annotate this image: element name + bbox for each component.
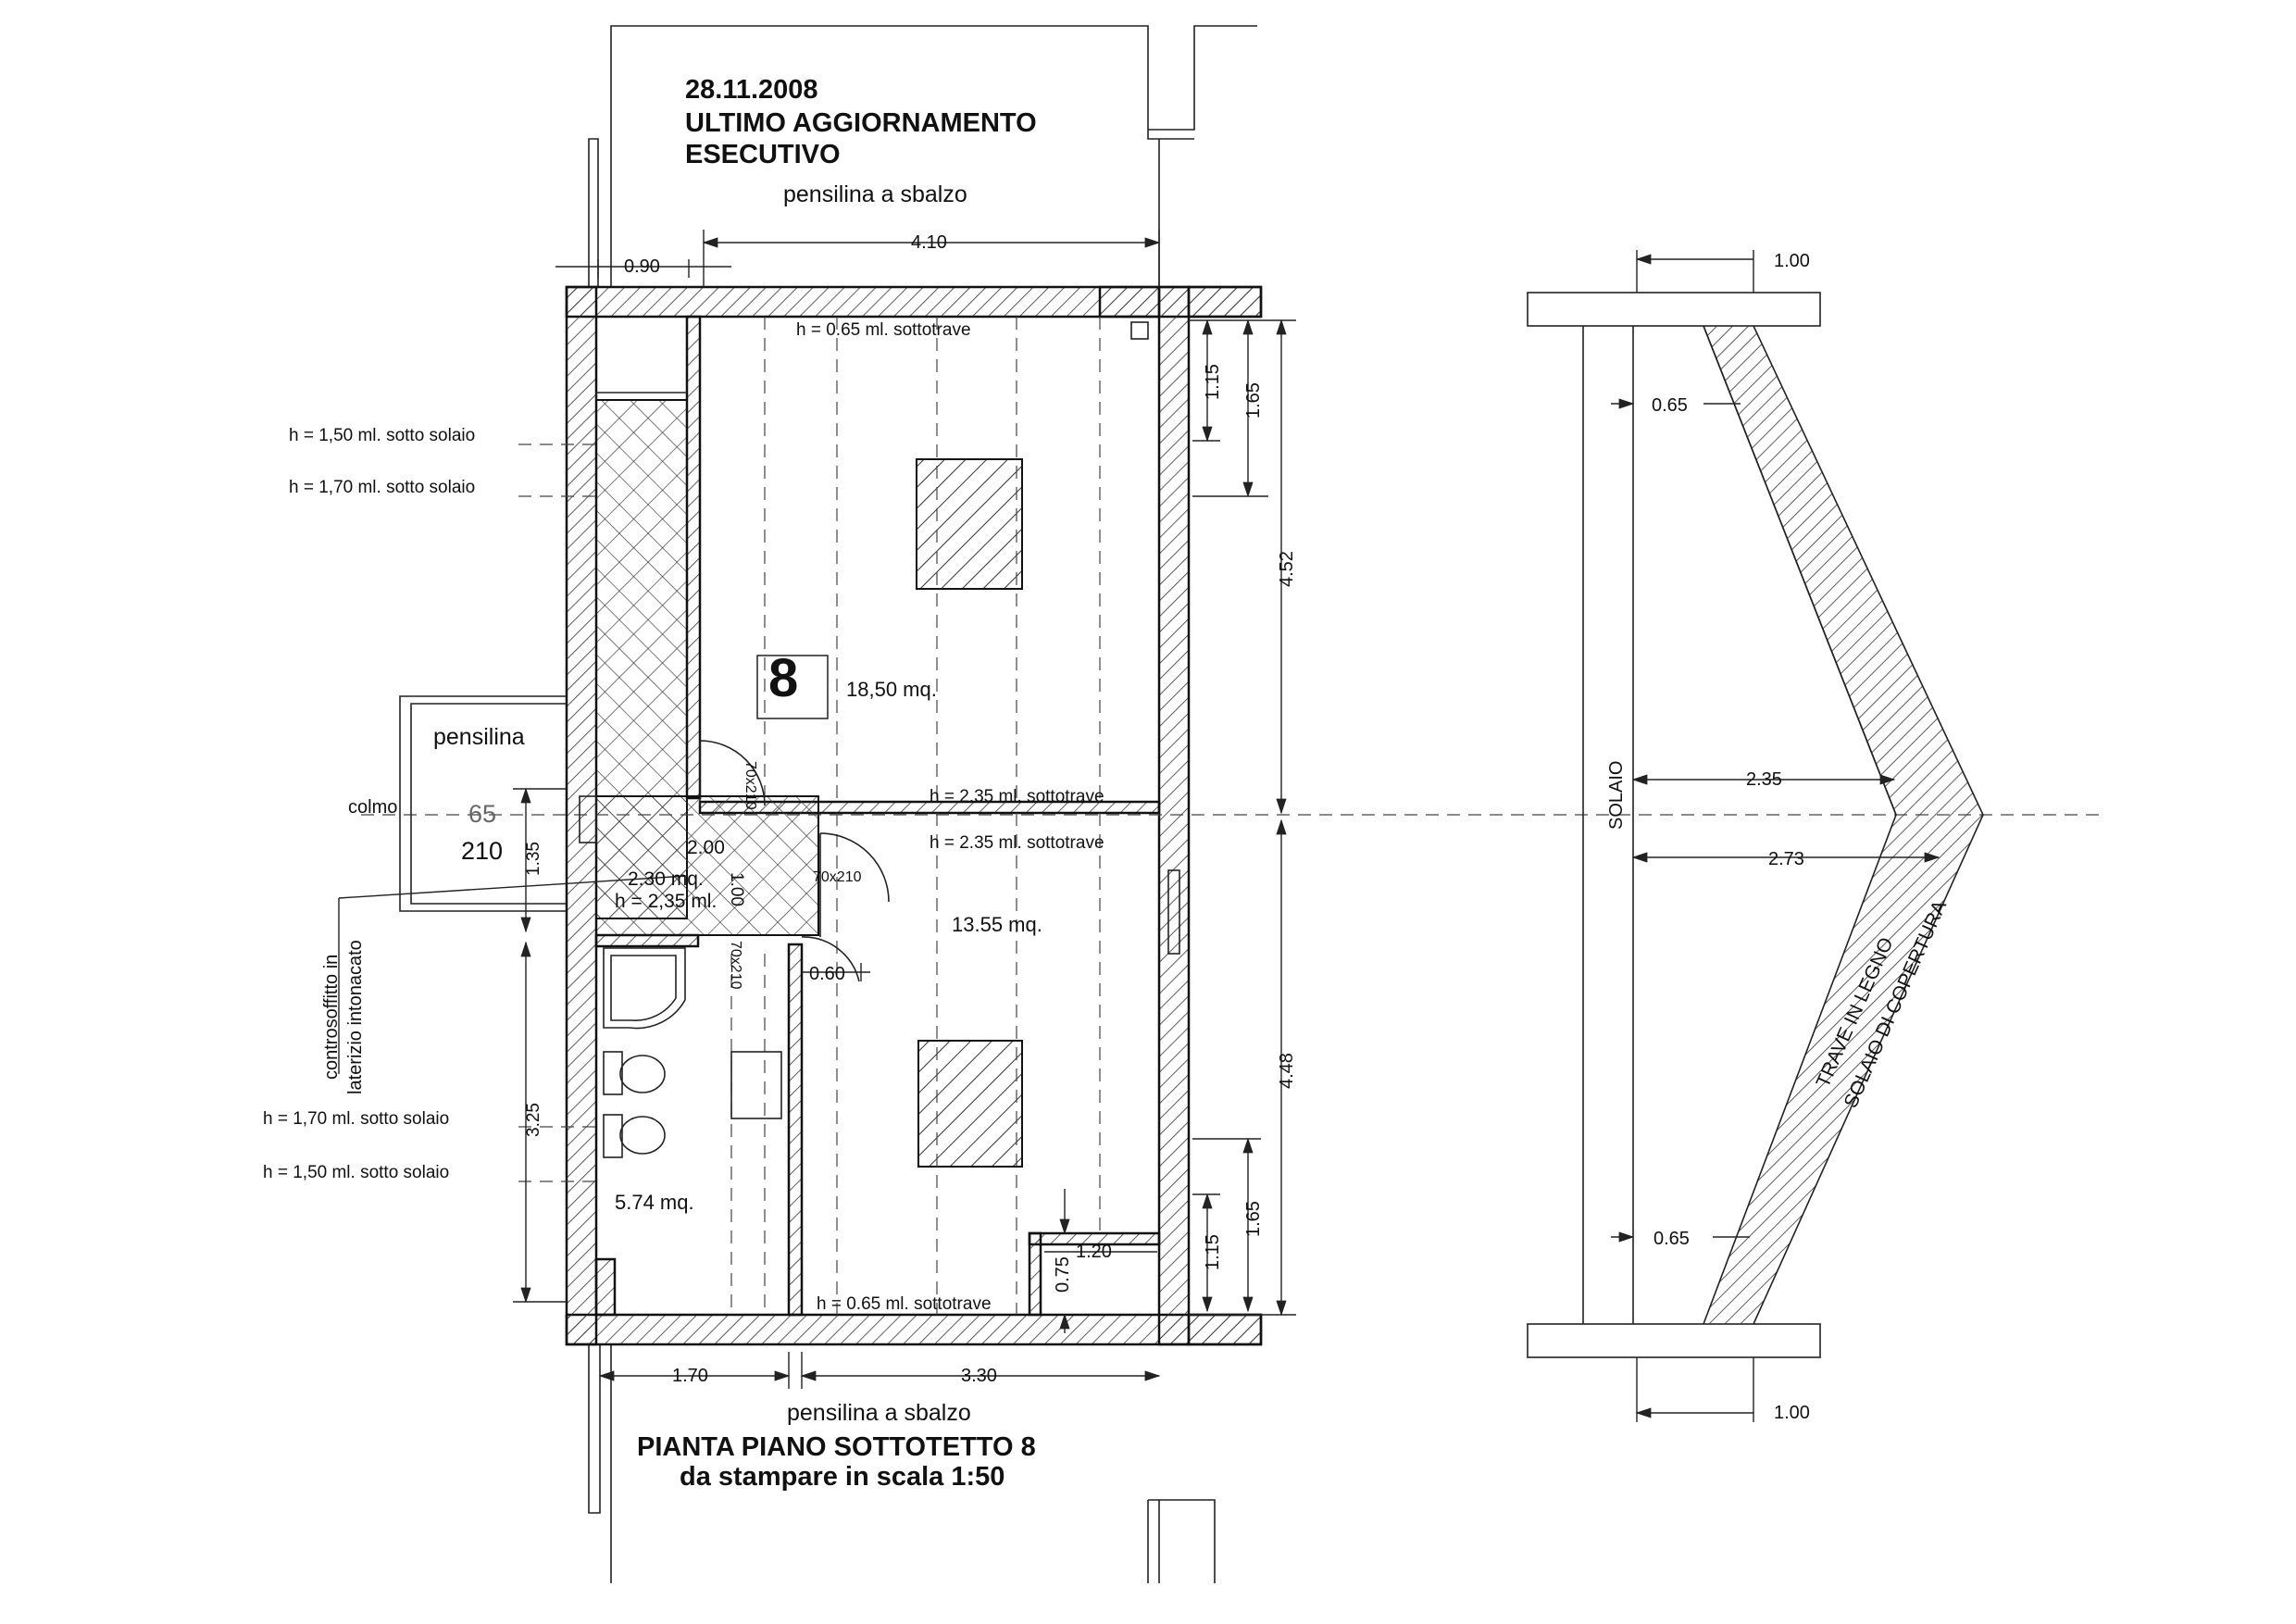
section-dim-100-bottom: 1.00 (1774, 1403, 1810, 1423)
label-controsoffitto-1: controsoffitto in (321, 955, 342, 1080)
dim-090: 0.90 (624, 256, 660, 277)
bottom-canopy (588, 1344, 1216, 1583)
unit-marker-box (756, 655, 829, 719)
top-canopy (588, 25, 1257, 287)
dim-325: 3.25 (524, 1103, 543, 1137)
area-second-room: 13.55 mq. (952, 913, 1042, 936)
outer-walls (565, 285, 1263, 1346)
header-date: 28.11.2008 (685, 75, 818, 105)
section-dim-065-bottom: 0.65 (1653, 1229, 1690, 1249)
unit-number: 8 (768, 648, 798, 708)
section-dim-235: 2.35 (1746, 769, 1782, 790)
vent-marker (1130, 321, 1149, 340)
section-dim-100-top: 1.00 (1774, 251, 1810, 271)
height-235-a: h = 2.35 ml. sottotrave (930, 787, 1104, 806)
section-dim-273: 2.73 (1768, 849, 1804, 869)
dim-060: 0.60 (809, 964, 845, 984)
doors (699, 740, 890, 982)
label-controsoffitto-2: laterizio intonacato (345, 940, 366, 1094)
dim-448: 4.48 (1277, 1053, 1297, 1089)
area-bath: 5.74 mq. (615, 1191, 694, 1214)
header-block: 28.11.2008 ULTIMO AGGIORNAMENTO ESECUTIV… (685, 75, 1037, 169)
height-170-top: h = 1,70 ml. sotto solaio (289, 478, 475, 497)
label-210: 210 (461, 837, 503, 865)
label-pensilina-top: pensilina a sbalzo (783, 181, 967, 207)
beam-lines (361, 317, 2102, 1315)
dim-120: 1.20 (1076, 1242, 1112, 1262)
dimension-lines (338, 230, 1296, 1389)
window-marker (1167, 869, 1180, 955)
label-pensilina-side: pensilina (433, 724, 525, 750)
dim-115-top: 1.15 (1203, 364, 1223, 400)
label-65: 65 (468, 800, 496, 828)
section-solaio: SOLAIO (1606, 761, 1627, 830)
door-label-1: 70x210 (742, 761, 758, 810)
dim-330: 3.30 (961, 1366, 997, 1386)
label-colmo: colmo (348, 797, 397, 818)
dim-075: 0.75 (1053, 1256, 1073, 1293)
dim-170: 1.70 (672, 1366, 708, 1386)
header-line2: ESECUTIVO (685, 140, 841, 169)
dim-100: 1.00 (727, 872, 746, 906)
footer-title-block: PIANTA PIANO SOTTOTETTO 8 da stampare in… (637, 1432, 1036, 1492)
dim-135: 1.35 (524, 842, 543, 876)
section-dim-065-top: 0.65 (1652, 395, 1688, 416)
label-pensilina-bottom: pensilina a sbalzo (787, 1400, 971, 1426)
height-235-b: h = 2.35 ml. sottotrave (930, 833, 1104, 853)
height-235-small: h = 2,35 ml. (615, 891, 717, 912)
dim-452: 4.52 (1277, 551, 1297, 587)
height-150-top: h = 1,50 ml. sotto solaio (289, 426, 475, 445)
height-065-top: h = 0.65 ml. sottotrave (796, 320, 971, 340)
header-line1: ULTIMO AGGIORNAMENTO (685, 108, 1037, 138)
door-label-3: 70x210 (728, 941, 743, 990)
bathroom-fixtures (603, 947, 782, 1158)
height-150-bottom: h = 1,50 ml. sotto solaio (263, 1163, 449, 1182)
stair-area (595, 392, 819, 936)
height-065-bottom: h = 0.65 ml. sottotrave (817, 1294, 992, 1314)
footer-title: PIANTA PIANO SOTTOTETTO 8 (637, 1432, 1036, 1462)
door-label-2: 70x210 (813, 869, 862, 885)
roof-section (1527, 250, 1984, 1422)
area-hall: 2.30 mq. (628, 868, 704, 890)
skylights (916, 458, 1023, 1168)
side-canopy (399, 695, 597, 912)
dim-165-bottom: 1.65 (1243, 1201, 1264, 1237)
dim-410: 4.10 (911, 232, 947, 253)
dim-165-top: 1.65 (1243, 382, 1264, 418)
area-main-room: 18,50 mq. (846, 678, 937, 701)
height-170-bottom: h = 1,70 ml. sotto solaio (263, 1109, 449, 1129)
footer-subtitle: da stampare in scala 1:50 (680, 1462, 1004, 1492)
dim-200: 2.00 (687, 837, 725, 858)
dim-115-bottom: 1.15 (1203, 1234, 1223, 1270)
